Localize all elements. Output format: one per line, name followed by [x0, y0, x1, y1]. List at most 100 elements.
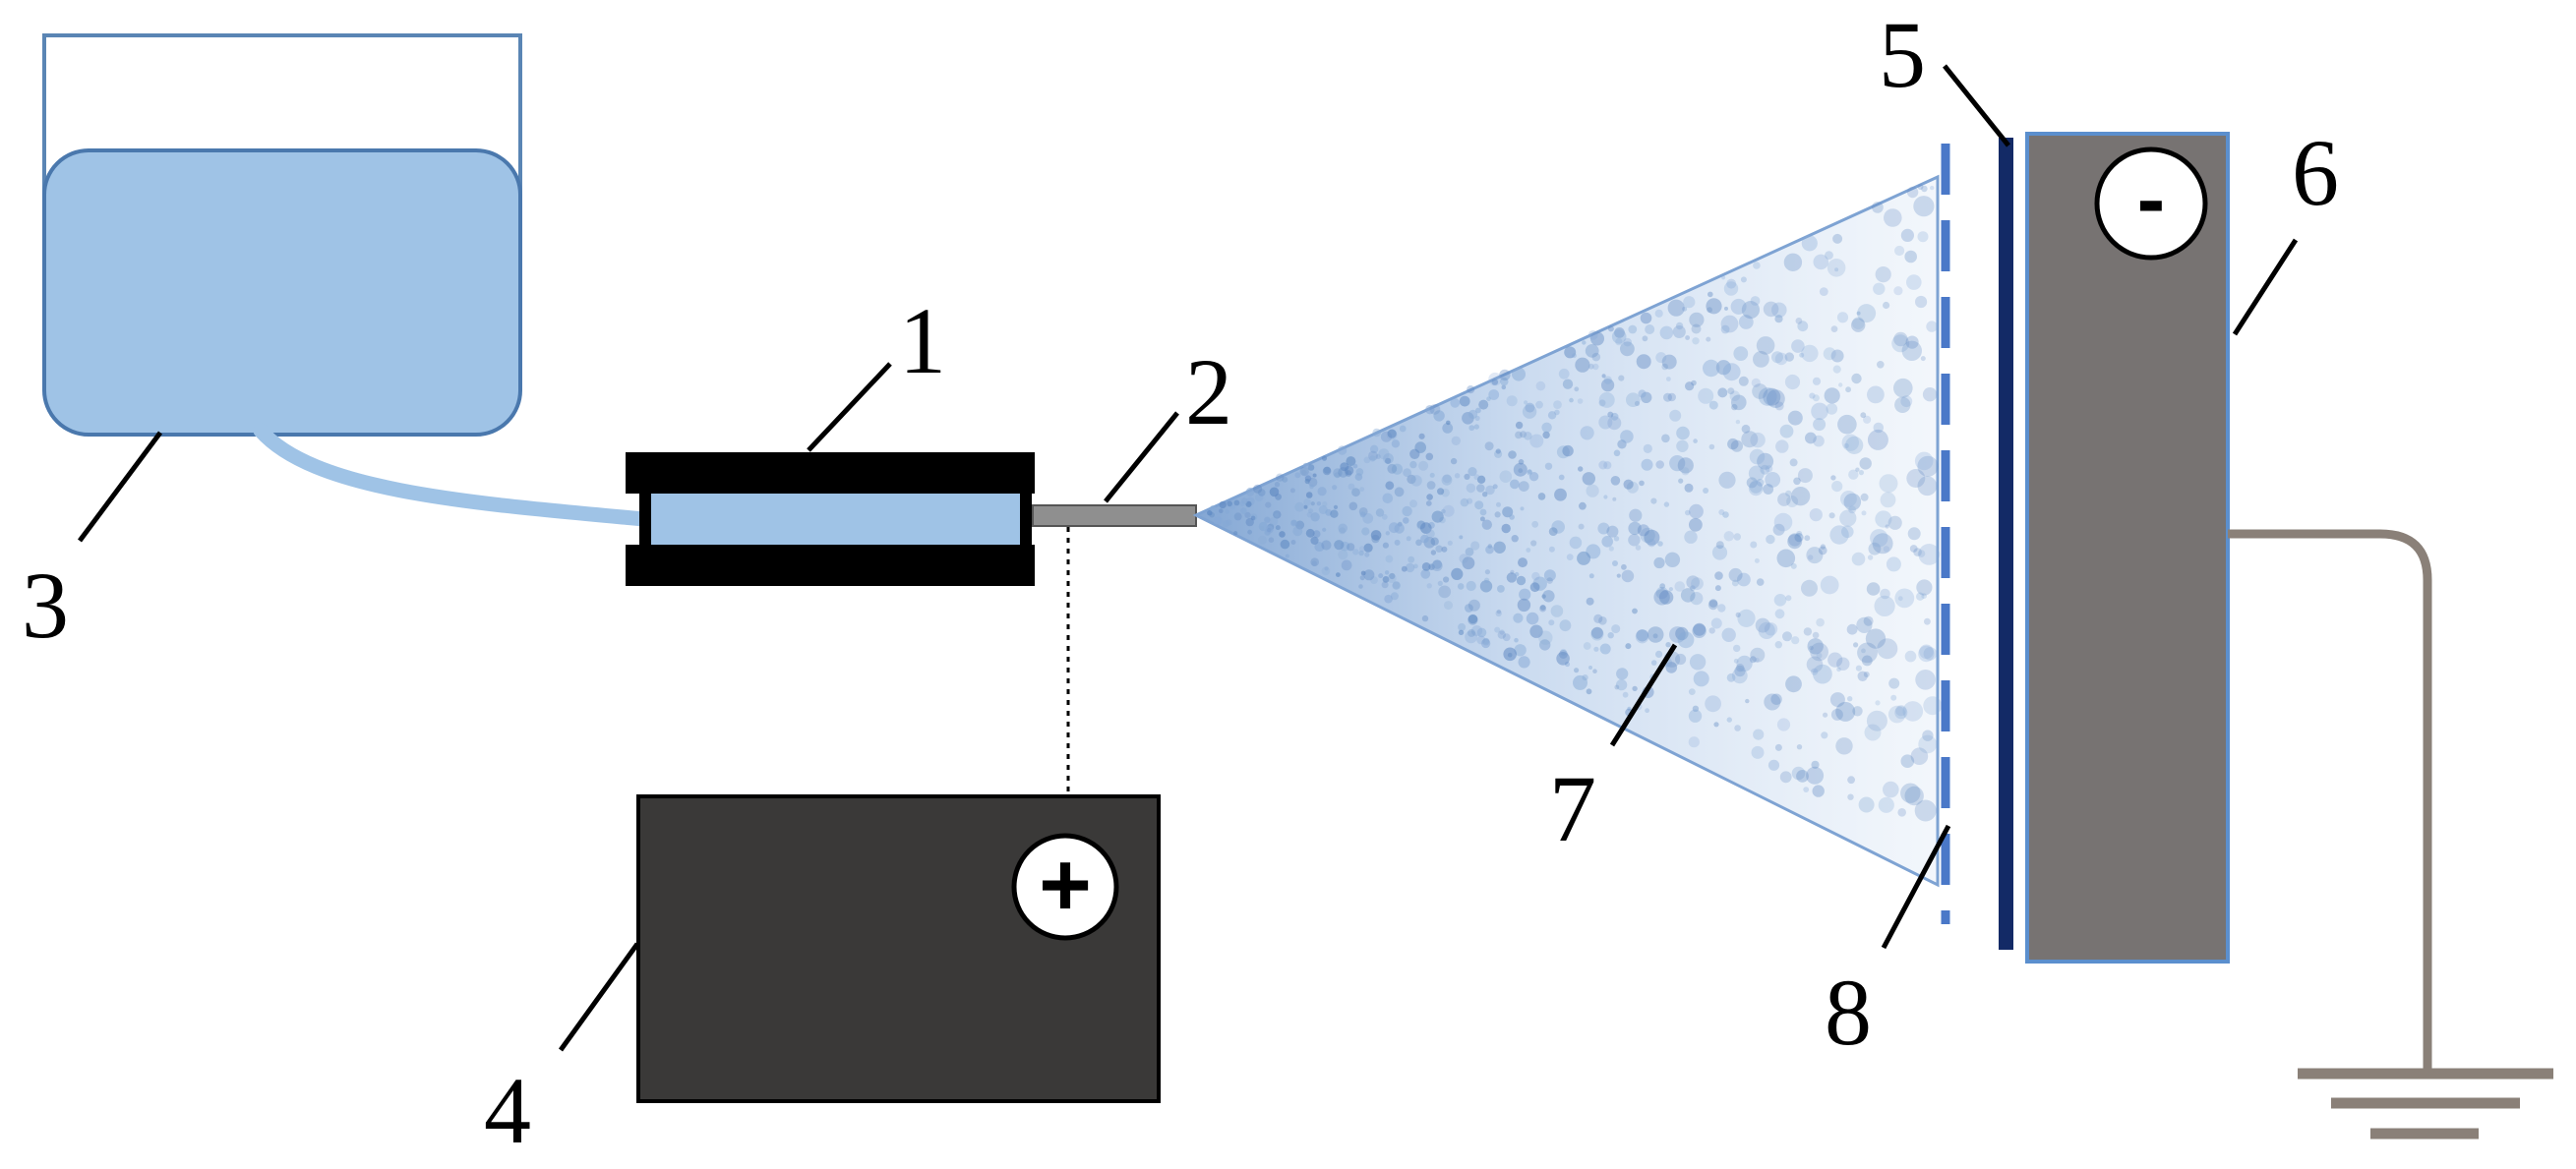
spray-droplet: [1603, 376, 1613, 384]
spray-droplet: [1735, 612, 1741, 618]
spray-droplet: [1451, 567, 1464, 581]
spray-droplet: [1845, 436, 1864, 454]
spray-droplet: [1643, 443, 1652, 453]
spray-droplet: [1776, 718, 1791, 731]
spray-droplet: [1341, 559, 1352, 571]
spray-droplet: [1763, 484, 1774, 495]
spray-droplet: [1652, 633, 1658, 639]
spray-droplet: [1726, 278, 1737, 289]
spray-droplet: [1711, 545, 1728, 560]
spray-droplet: [1926, 321, 1938, 332]
spray-droplet: [1450, 457, 1458, 465]
spray-droplet: [1385, 555, 1394, 563]
spray-droplet: [1806, 656, 1824, 673]
spray-droplet: [1392, 581, 1401, 590]
spray-droplet: [1564, 661, 1571, 668]
spray-droplet: [1458, 629, 1465, 635]
spray-droplet: [1777, 493, 1791, 506]
spray-droplet: [1340, 462, 1349, 472]
spray-droplet: [1893, 331, 1908, 347]
spray-droplet: [1494, 511, 1501, 518]
spray-droplet: [1606, 525, 1619, 538]
spray-droplet: [1442, 423, 1454, 434]
spray-droplet: [1640, 527, 1655, 544]
spray-droplet: [1689, 517, 1703, 532]
spray-droplet: [1526, 612, 1539, 625]
spray-droplet: [1446, 420, 1451, 426]
spray-droplet: [1823, 347, 1836, 361]
spray-droplet: [1574, 668, 1580, 673]
spray-droplet: [1213, 516, 1222, 525]
spray-droplet: [1500, 377, 1509, 386]
spray-droplet: [1280, 539, 1290, 550]
spray-droplet: [1520, 506, 1525, 511]
spray-droplet: [1846, 623, 1858, 635]
spray-droplet: [1813, 664, 1832, 684]
spray-droplet: [1426, 583, 1432, 589]
spray-droplet: [1796, 770, 1809, 783]
spray-droplet: [1890, 694, 1897, 701]
spray-droplet: [1348, 501, 1358, 511]
spray-droplet: [1746, 477, 1758, 489]
spray-droplet: [1902, 701, 1924, 722]
spray-droplet: [1830, 325, 1838, 332]
spray-droplet: [1900, 754, 1915, 768]
spray-droplet: [1239, 500, 1245, 507]
spray-droplet: [1569, 536, 1583, 550]
spray-droplet: [1273, 510, 1282, 519]
spray-droplet: [1323, 466, 1331, 474]
spray-droplet: [1657, 541, 1663, 547]
spray-droplet: [1774, 401, 1784, 411]
spray-droplet: [1378, 448, 1390, 460]
spray-droplet: [1433, 410, 1445, 422]
spray-droplet: [1375, 453, 1381, 459]
spray-droplet: [1690, 585, 1696, 591]
spray-droplet: [1497, 585, 1505, 593]
spray-droplet: [1877, 361, 1885, 369]
spray-droplet: [1917, 231, 1929, 243]
spray-droplet: [1706, 336, 1711, 342]
spray-droplet: [1765, 472, 1781, 488]
spray-droplet: [1910, 747, 1929, 765]
spray-droplet: [1693, 622, 1707, 636]
spray-droplet: [1774, 352, 1788, 366]
spray-droplet: [1724, 306, 1728, 311]
spray-droplet: [1794, 533, 1804, 543]
spray-droplet: [1813, 435, 1825, 447]
spray-droplet: [1617, 439, 1627, 449]
spray-droplet: [1598, 399, 1606, 407]
spray-droplet: [1418, 460, 1429, 471]
spray-droplet: [1883, 301, 1890, 310]
spray-droplet: [1227, 500, 1232, 507]
spray-droplet: [1513, 462, 1528, 477]
spray-droplet: [1831, 481, 1843, 493]
spray-droplet: [1468, 614, 1478, 624]
spray-droplet: [1369, 455, 1376, 462]
spray-droplet: [1491, 379, 1499, 385]
spray-droplet: [1811, 668, 1819, 675]
spray-droplet: [1821, 731, 1828, 739]
spray-droplet: [1894, 706, 1908, 720]
spray-droplet: [1820, 575, 1839, 595]
spray-droplet: [1615, 678, 1628, 691]
spray-droplet: [1855, 467, 1860, 472]
spray-droplet: [1614, 684, 1620, 690]
spray-droplet: [1358, 546, 1365, 553]
spray-droplet: [1516, 575, 1527, 586]
spray-droplet: [1829, 692, 1845, 708]
spray-droplet: [1728, 567, 1743, 582]
spray-droplet: [1548, 527, 1558, 536]
spray-droplet: [1210, 505, 1217, 512]
spray-droplet: [1875, 700, 1881, 706]
spray-droplet: [1514, 637, 1519, 643]
spray-droplet: [1807, 638, 1824, 655]
spray-droplet: [1517, 598, 1531, 613]
spray-droplet: [1714, 571, 1723, 580]
spray-droplet: [1312, 473, 1317, 478]
spray-droplet: [1718, 509, 1725, 515]
spray-droplet: [1514, 571, 1520, 577]
spray-droplet: [1616, 668, 1629, 680]
spray-droplet: [1247, 529, 1252, 535]
spray-droplet: [1441, 474, 1453, 486]
spray-droplet: [1525, 402, 1535, 413]
